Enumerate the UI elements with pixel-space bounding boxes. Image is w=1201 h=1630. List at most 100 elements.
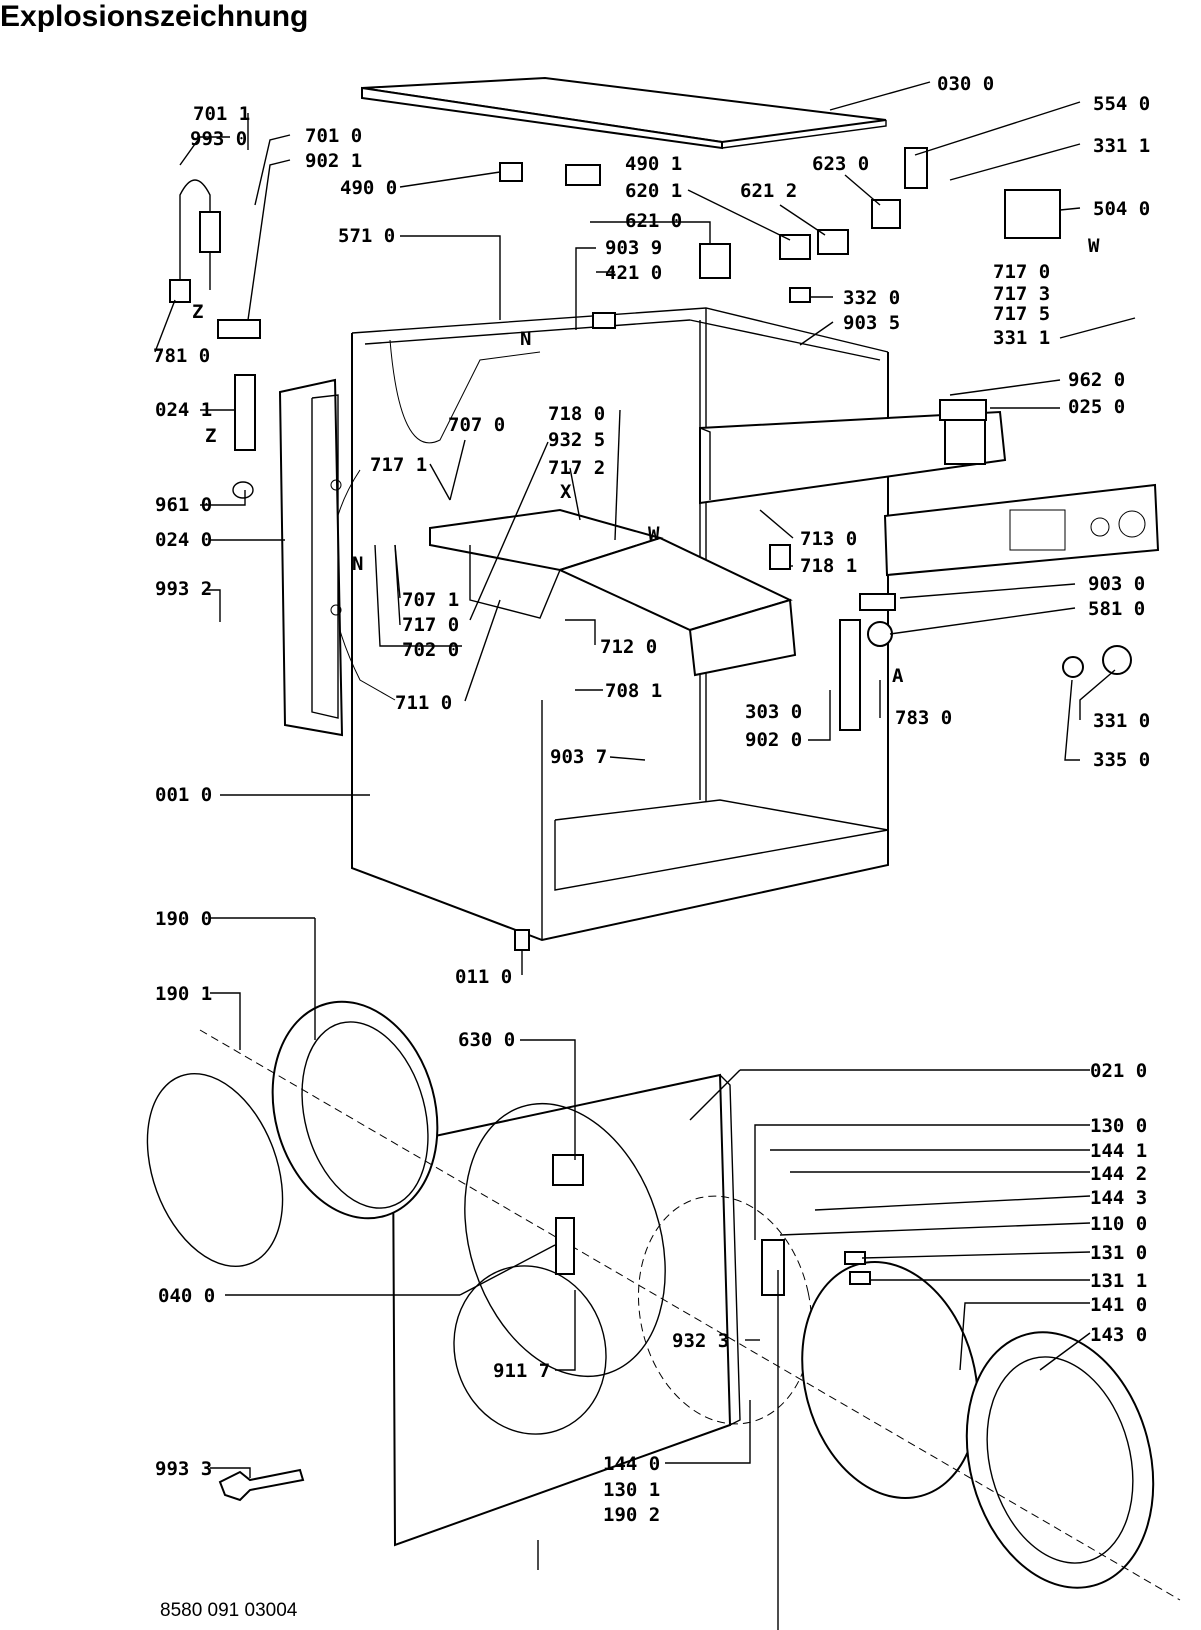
wrench bbox=[218, 1468, 305, 1502]
part-label: 717 5 bbox=[993, 303, 1050, 325]
part-label: 903 9 bbox=[605, 237, 662, 259]
part-label: 144 3 bbox=[1090, 1187, 1147, 1209]
knobs bbox=[1062, 645, 1132, 678]
part-label: 110 0 bbox=[1090, 1213, 1147, 1235]
part-label: W bbox=[648, 523, 660, 545]
part-label: 620 1 bbox=[625, 180, 682, 202]
part-label: 903 0 bbox=[1088, 573, 1145, 595]
part-label: 130 1 bbox=[603, 1479, 660, 1501]
part-label: Z bbox=[192, 301, 203, 323]
part-label: 143 0 bbox=[1090, 1324, 1147, 1346]
part-label: 961 0 bbox=[155, 494, 212, 516]
part-label: 190 0 bbox=[155, 908, 212, 930]
part-label: 932 3 bbox=[672, 1330, 729, 1352]
part-label: 421 0 bbox=[605, 262, 662, 284]
part-label: 717 0 bbox=[402, 614, 459, 636]
part-label: X bbox=[560, 481, 572, 503]
door-ring-right bbox=[637, 1195, 1155, 1589]
part-label: 717 1 bbox=[370, 454, 427, 476]
part-label: 141 0 bbox=[1090, 1294, 1147, 1316]
page-title: Explosionszeichnung bbox=[0, 0, 309, 33]
part-label: 021 0 bbox=[1090, 1060, 1147, 1082]
part-label: 001 0 bbox=[155, 784, 212, 806]
part-label: 993 0 bbox=[190, 128, 247, 150]
lock-bracket bbox=[232, 374, 256, 499]
part-label: 701 0 bbox=[305, 125, 362, 147]
part-label: 190 1 bbox=[155, 983, 212, 1005]
feet bbox=[514, 929, 530, 975]
part-label: 962 0 bbox=[1068, 369, 1125, 391]
part-label: 571 0 bbox=[338, 225, 395, 247]
part-label: 781 0 bbox=[153, 345, 210, 367]
part-label: 335 0 bbox=[1093, 749, 1150, 771]
part-label: 332 0 bbox=[843, 287, 900, 309]
part-label: 903 7 bbox=[550, 746, 607, 768]
door-ring-left bbox=[146, 1000, 439, 1268]
detergent-drawer bbox=[429, 508, 797, 677]
front-fascia bbox=[883, 483, 1160, 577]
pressure-switch bbox=[859, 593, 896, 647]
part-label: 621 0 bbox=[625, 210, 682, 232]
part-label: 630 0 bbox=[458, 1029, 515, 1051]
control-panel bbox=[699, 399, 1007, 505]
document-number: 8580 091 03004 bbox=[160, 1600, 298, 1621]
part-label: 707 1 bbox=[402, 589, 459, 611]
part-label: 554 0 bbox=[1093, 93, 1150, 115]
front-panel bbox=[391, 1073, 741, 1547]
part-label: 701 1 bbox=[193, 103, 250, 125]
part-label: 903 5 bbox=[843, 312, 900, 334]
part-label: 490 1 bbox=[625, 153, 682, 175]
part-label: 621 2 bbox=[740, 180, 797, 202]
top-cover bbox=[361, 76, 887, 150]
part-label: 190 2 bbox=[603, 1504, 660, 1526]
part-label: 144 2 bbox=[1090, 1163, 1147, 1185]
part-label: Z bbox=[205, 425, 216, 447]
part-label: N bbox=[352, 553, 363, 575]
part-label: 911 7 bbox=[493, 1360, 550, 1382]
part-label: 040 0 bbox=[158, 1285, 215, 1307]
part-labels: 030 0 554 0 331 1 701 1 993 0 701 0 902 … bbox=[153, 73, 1150, 1526]
part-label: 717 2 bbox=[548, 457, 605, 479]
part-label: 030 0 bbox=[937, 73, 994, 95]
part-label: 718 1 bbox=[800, 555, 857, 577]
part-label: 712 0 bbox=[600, 636, 657, 658]
part-label: 131 1 bbox=[1090, 1270, 1147, 1292]
part-label: 717 0 bbox=[993, 261, 1050, 283]
part-label: 713 0 bbox=[800, 528, 857, 550]
part-label: 581 0 bbox=[1088, 598, 1145, 620]
part-label: 303 0 bbox=[745, 701, 802, 723]
part-label: 932 5 bbox=[548, 429, 605, 451]
part-label: 331 1 bbox=[1093, 135, 1150, 157]
part-label: 718 0 bbox=[548, 403, 605, 425]
part-label: 902 0 bbox=[745, 729, 802, 751]
part-label: W bbox=[1088, 235, 1100, 257]
part-label: 993 3 bbox=[155, 1458, 212, 1480]
part-label: 623 0 bbox=[812, 153, 869, 175]
leader-lines bbox=[154, 81, 1136, 1630]
part-label: 783 0 bbox=[895, 707, 952, 729]
part-label: 011 0 bbox=[455, 966, 512, 988]
part-label: 024 1 bbox=[155, 399, 212, 421]
part-label: 902 1 bbox=[305, 150, 362, 172]
modules bbox=[499, 147, 1061, 1296]
part-label: 717 3 bbox=[993, 283, 1050, 305]
side-panel bbox=[278, 378, 344, 737]
part-label: 504 0 bbox=[1093, 198, 1150, 220]
part-label: 130 0 bbox=[1090, 1115, 1147, 1137]
part-label: 490 0 bbox=[340, 177, 397, 199]
part-label: 024 0 bbox=[155, 529, 212, 551]
part-label: 144 0 bbox=[603, 1453, 660, 1475]
part-label: 331 1 bbox=[993, 327, 1050, 349]
part-label: 711 0 bbox=[395, 692, 452, 714]
part-label: 144 1 bbox=[1090, 1140, 1147, 1162]
hose-assembly bbox=[169, 179, 261, 339]
part-label: A bbox=[892, 665, 904, 687]
part-label: N bbox=[520, 328, 531, 350]
part-label: 131 0 bbox=[1090, 1242, 1147, 1264]
part-label: 331 0 bbox=[1093, 710, 1150, 732]
part-label: 708 1 bbox=[605, 680, 662, 702]
part-label: 993 2 bbox=[155, 578, 212, 600]
part-label: 025 0 bbox=[1068, 396, 1125, 418]
part-label: 702 0 bbox=[402, 639, 459, 661]
